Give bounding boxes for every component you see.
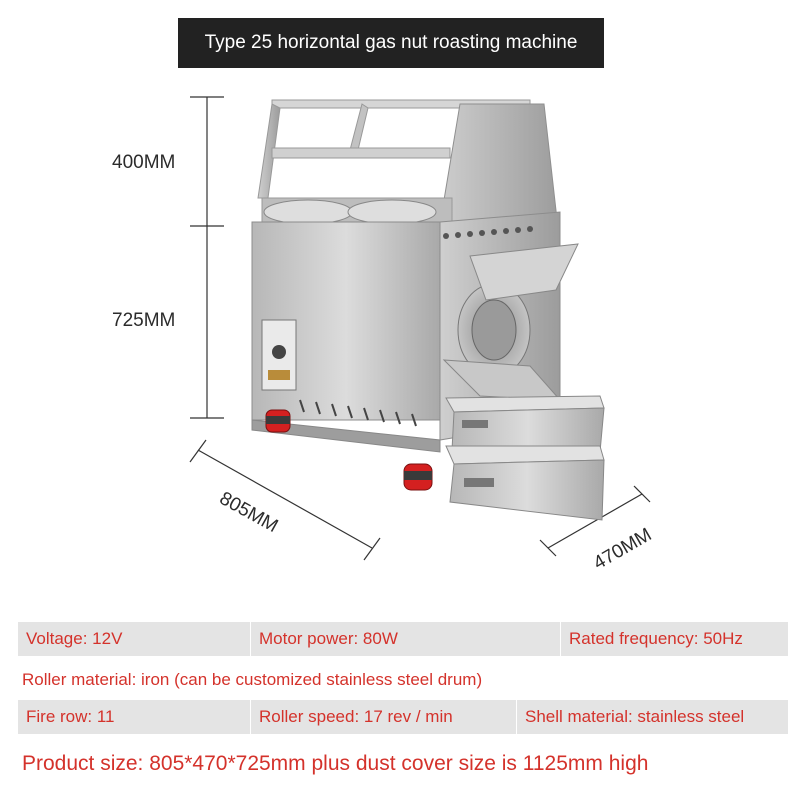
caster-wheels xyxy=(265,409,433,491)
fire-row-spec: Fire row: 11 xyxy=(26,707,115,726)
product-size-spec: Product size: 805*470*725mm plus dust co… xyxy=(22,752,649,775)
length-dimension-line xyxy=(189,439,381,561)
spec-row-3: Fire row: 11 Roller speed: 17 rev / min … xyxy=(18,700,788,734)
roller-material-spec: Roller material: iron (can be customized… xyxy=(22,670,483,689)
spec-row-1: Voltage: 12V Motor power: 80W Rated freq… xyxy=(18,622,788,656)
shell-material-spec: Shell material: stainless steel xyxy=(516,700,788,734)
machine-illustration xyxy=(189,96,651,561)
product-title: Type 25 horizontal gas nut roasting mach… xyxy=(204,32,578,53)
height-dimension-lines xyxy=(190,96,224,419)
roller-speed-spec: Roller speed: 17 rev / min xyxy=(250,700,516,734)
width-dimension-line xyxy=(539,485,651,557)
body-height-label: 725MM xyxy=(112,310,176,331)
motor-power-spec: Motor power: 80W xyxy=(250,622,560,656)
rated-frequency-spec: Rated frequency: 50Hz xyxy=(560,622,788,656)
product-title-banner: Type 25 horizontal gas nut roasting mach… xyxy=(178,18,604,68)
cover-height-label: 400MM xyxy=(112,152,176,173)
roasting-drum xyxy=(442,243,579,401)
voltage-spec: Voltage: 12V xyxy=(26,629,123,648)
dust-cover xyxy=(257,99,561,247)
collection-trays xyxy=(445,395,605,521)
